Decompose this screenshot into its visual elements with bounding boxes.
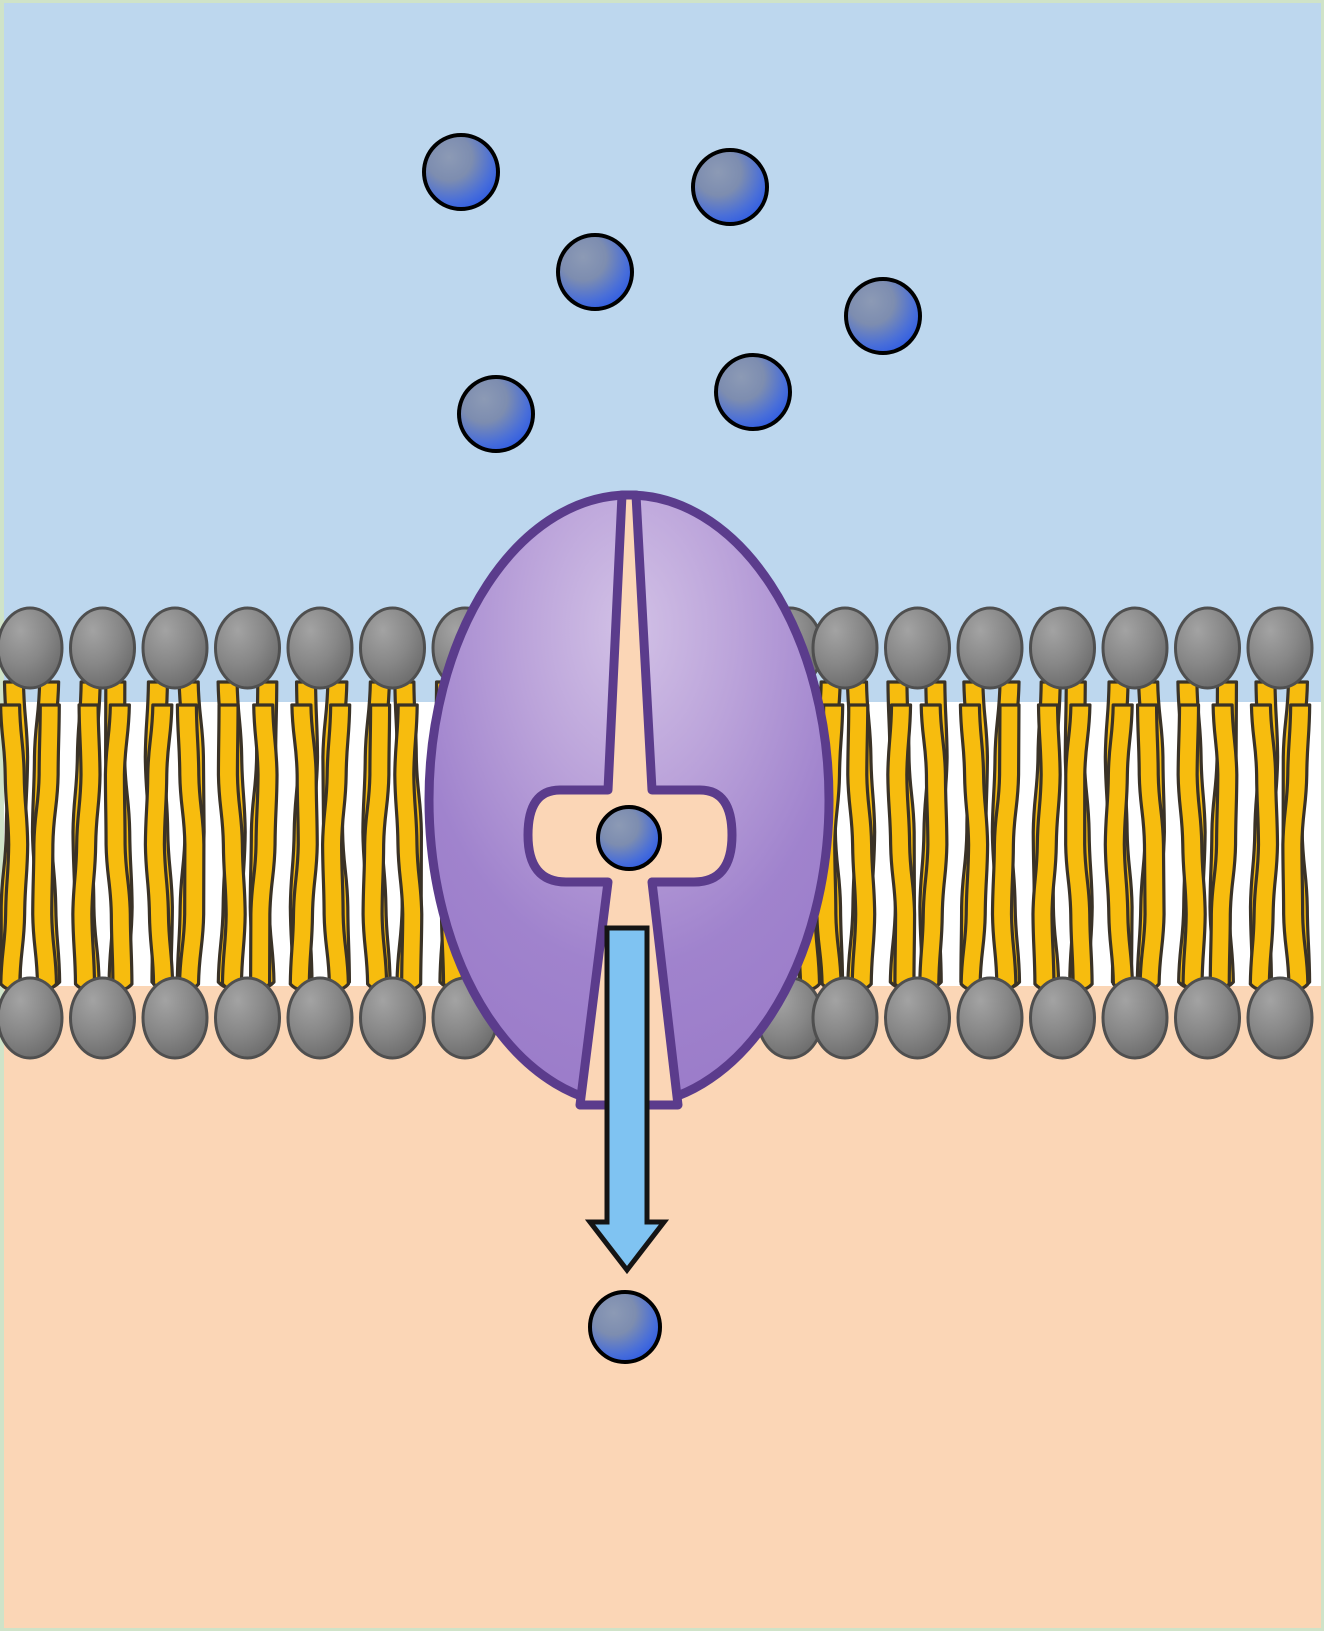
phospholipid-head bbox=[0, 606, 64, 690]
phospholipid-head bbox=[1101, 976, 1169, 1060]
solute-molecule-extracellular bbox=[691, 148, 769, 226]
phospholipid-head bbox=[69, 976, 136, 1060]
phospholipid-head bbox=[956, 976, 1024, 1060]
phospholipid bbox=[214, 703, 281, 1060]
phospholipid-head bbox=[214, 976, 281, 1060]
phospholipid-head bbox=[1174, 976, 1241, 1060]
phospholipid-head bbox=[884, 976, 951, 1060]
solute-molecules bbox=[422, 133, 922, 1364]
phospholipid bbox=[0, 703, 64, 1060]
solute-molecule-extracellular bbox=[422, 133, 500, 211]
phospholipid-head bbox=[811, 976, 879, 1060]
phospholipid-head bbox=[214, 606, 281, 690]
solute-molecule-cytoplasmic bbox=[588, 1290, 662, 1364]
phospholipid-head bbox=[1174, 606, 1241, 690]
phospholipid-head bbox=[141, 976, 209, 1060]
solute-molecule-extracellular bbox=[556, 233, 634, 311]
phospholipid bbox=[1101, 703, 1169, 1060]
phospholipid-head bbox=[1246, 976, 1314, 1060]
phospholipid bbox=[141, 703, 209, 1060]
solute-molecule-in-channel bbox=[596, 805, 662, 871]
phospholipid-head bbox=[69, 606, 136, 690]
phospholipid bbox=[359, 703, 426, 1060]
phospholipid bbox=[286, 703, 354, 1060]
phospholipid-head bbox=[1029, 606, 1096, 690]
phospholipid bbox=[1029, 703, 1096, 1060]
phospholipid bbox=[956, 703, 1024, 1060]
phospholipid-head bbox=[359, 976, 426, 1060]
phospholipid-head bbox=[1246, 606, 1314, 690]
phospholipid-head bbox=[286, 976, 354, 1060]
phospholipid bbox=[1174, 703, 1241, 1060]
phospholipid-head bbox=[286, 606, 354, 690]
solute-in-channel-group bbox=[596, 805, 662, 871]
phospholipid-head bbox=[359, 606, 426, 690]
phospholipid-head bbox=[1029, 976, 1096, 1060]
channel-protein[interactable] bbox=[424, 490, 834, 1110]
phospholipid-head bbox=[884, 606, 951, 690]
phospholipid bbox=[1246, 703, 1314, 1060]
transport-direction-arrow bbox=[584, 925, 670, 1275]
phospholipid-head bbox=[0, 976, 64, 1060]
phospholipid-head bbox=[141, 606, 209, 690]
solute-molecule-extracellular bbox=[457, 375, 535, 453]
phospholipid bbox=[811, 703, 879, 1060]
phospholipid-head bbox=[811, 606, 879, 690]
phospholipid-head bbox=[956, 606, 1024, 690]
solute-molecule-extracellular bbox=[714, 353, 792, 431]
phospholipid bbox=[884, 703, 951, 1060]
channel-pore bbox=[523, 490, 737, 1110]
arrow-shape bbox=[584, 925, 670, 1275]
phospholipid-head bbox=[1101, 606, 1169, 690]
phospholipid bbox=[69, 703, 136, 1060]
solute-molecule-extracellular bbox=[844, 277, 922, 355]
